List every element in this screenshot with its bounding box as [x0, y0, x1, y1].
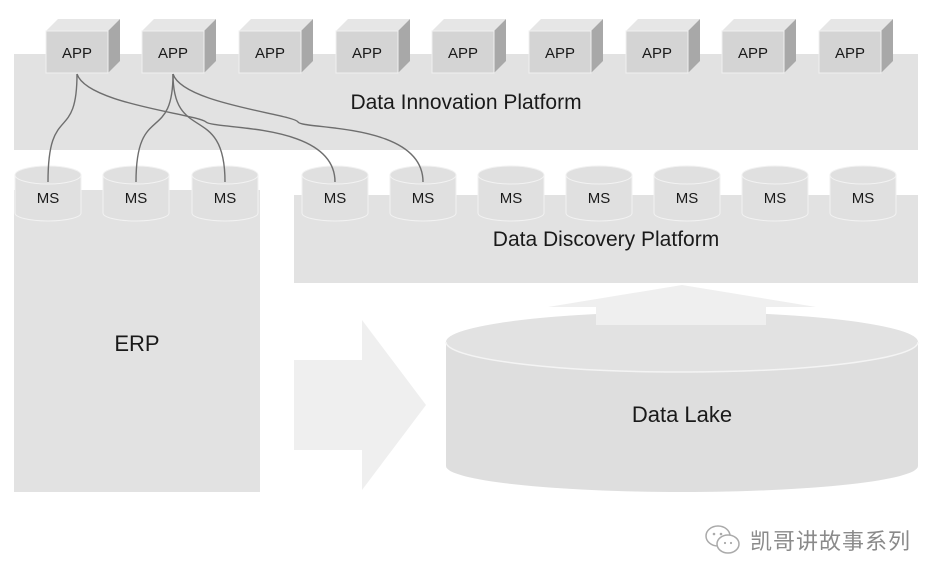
microservice-label: MS	[852, 190, 875, 207]
microservice-10: MS	[829, 165, 897, 222]
microservice-9: MS	[741, 165, 809, 222]
connection-line	[172, 73, 226, 183]
connection-line	[76, 73, 336, 183]
data-lake	[445, 305, 919, 492]
erp-label: ERP	[114, 331, 159, 356]
microservice-7: MS	[565, 165, 633, 222]
app-8: APP	[721, 19, 796, 74]
microservice-label: MS	[214, 190, 237, 207]
microservice-label: MS	[588, 190, 611, 207]
app-6: APP	[528, 19, 603, 74]
connection-line	[47, 73, 78, 183]
app-9: APP	[818, 19, 893, 74]
connection-line	[172, 73, 424, 183]
microservice-label: MS	[676, 190, 699, 207]
app-2: APP	[141, 19, 216, 74]
microservice-5: MS	[389, 165, 457, 222]
microservice-label: MS	[764, 190, 787, 207]
microservice-3: MS	[191, 165, 259, 222]
microservice-4: MS	[301, 165, 369, 222]
watermark-text: 凯哥讲故事系列	[750, 530, 912, 555]
app-label: APP	[158, 45, 188, 62]
app-label: APP	[545, 45, 575, 62]
erp-block	[14, 190, 260, 492]
microservice-label: MS	[500, 190, 523, 207]
data-discovery-platform-label: Data Discovery Platform	[493, 228, 719, 251]
arrow-erp-to-lake	[294, 320, 426, 490]
microservice-6: MS	[477, 165, 545, 222]
app-label: APP	[448, 45, 478, 62]
app-label: APP	[255, 45, 285, 62]
microservice-label: MS	[412, 190, 435, 207]
app-label: APP	[835, 45, 865, 62]
microservice-1: MS	[14, 165, 82, 222]
microservice-8: MS	[653, 165, 721, 222]
data-innovation-platform-label: Data Innovation Platform	[350, 91, 581, 114]
app-5: APP	[431, 19, 506, 74]
app-3: APP	[238, 19, 313, 74]
data-lake-label: Data Lake	[632, 402, 732, 427]
watermark: 凯哥讲故事系列	[704, 524, 911, 556]
wechat-icon	[705, 525, 740, 554]
microservice-label: MS	[125, 190, 148, 207]
microservice-label: MS	[324, 190, 347, 207]
app-label: APP	[352, 45, 382, 62]
microservice-label: MS	[37, 190, 60, 207]
app-4: APP	[335, 19, 410, 74]
app-7: APP	[625, 19, 700, 74]
app-label: APP	[62, 45, 92, 62]
app-label: APP	[738, 45, 768, 62]
app-1: APP	[45, 19, 120, 74]
app-label: APP	[642, 45, 672, 62]
connection-line	[135, 73, 174, 183]
